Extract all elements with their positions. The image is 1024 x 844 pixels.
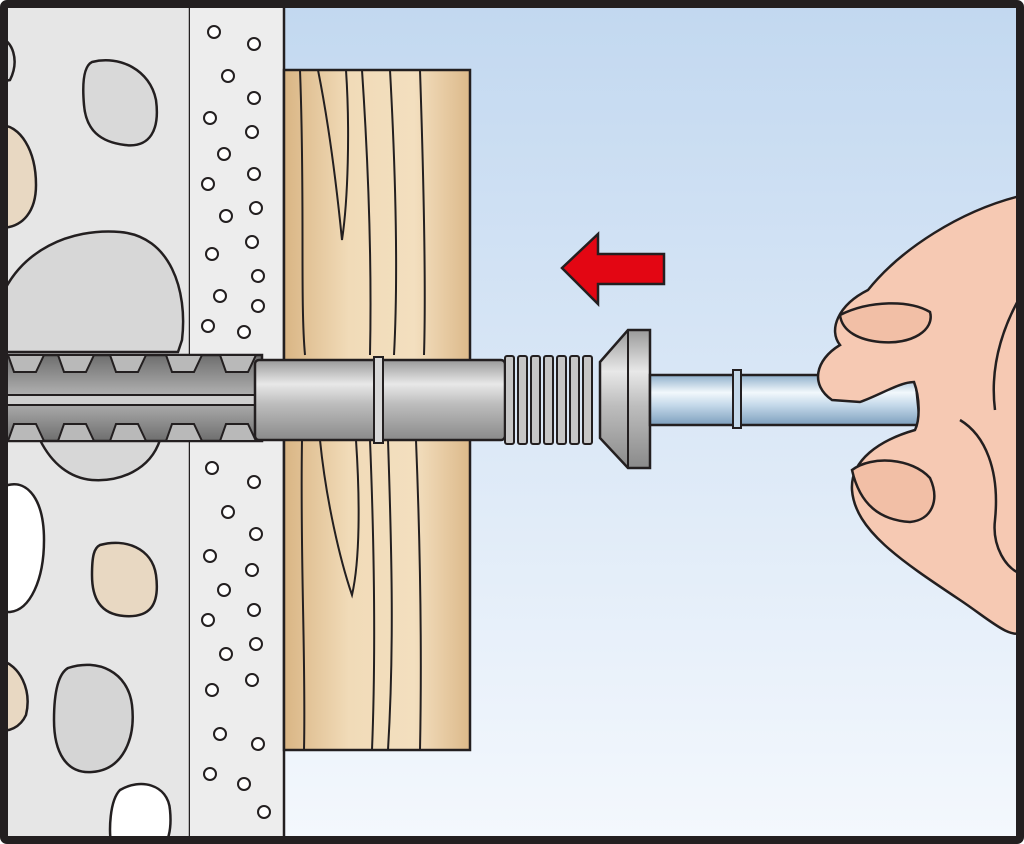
plaster-pore bbox=[247, 167, 261, 181]
plug-tooth bbox=[218, 354, 258, 373]
plaster-pore bbox=[257, 805, 271, 819]
plaster-pore bbox=[245, 235, 259, 249]
hammer-fixing bbox=[6, 328, 960, 470]
plaster-pore bbox=[201, 177, 215, 191]
expansion-plug bbox=[6, 353, 281, 443]
plaster-pore bbox=[251, 737, 265, 751]
plaster-pore bbox=[251, 269, 265, 283]
plaster-pore bbox=[237, 777, 251, 791]
plug-tooth bbox=[56, 354, 96, 373]
plaster-pore bbox=[205, 247, 219, 261]
plaster-pore bbox=[217, 147, 231, 161]
hand-icon bbox=[816, 195, 1018, 635]
plug-tooth bbox=[6, 423, 46, 442]
plaster-pore bbox=[251, 299, 265, 313]
plaster-pore bbox=[221, 69, 235, 83]
sleeve-rib bbox=[530, 355, 541, 445]
sleeve-rib bbox=[517, 355, 528, 445]
plug-tooth bbox=[164, 354, 204, 373]
plaster-pore bbox=[245, 673, 259, 687]
plaster-pore bbox=[201, 319, 215, 333]
sleeve-rib bbox=[543, 355, 554, 445]
plug-tooth bbox=[108, 423, 148, 442]
plaster-pore bbox=[221, 505, 235, 519]
plaster-pore bbox=[247, 91, 261, 105]
plaster-pore bbox=[203, 767, 217, 781]
plaster-pore bbox=[213, 289, 227, 303]
sleeve-rib bbox=[582, 355, 593, 445]
plug-tooth bbox=[56, 423, 96, 442]
plaster-pore bbox=[247, 475, 261, 489]
sleeve-rib bbox=[569, 355, 580, 445]
plaster-pore bbox=[247, 603, 261, 617]
sleeve-rib bbox=[556, 355, 567, 445]
plaster-pore bbox=[245, 563, 259, 577]
plaster-pore bbox=[203, 111, 217, 125]
plug-tooth bbox=[218, 423, 258, 442]
plaster-pore bbox=[219, 209, 233, 223]
plaster-pore bbox=[203, 549, 217, 563]
plaster-pore bbox=[237, 325, 251, 339]
plug-tooth bbox=[108, 354, 148, 373]
fixing-sleeve bbox=[253, 328, 652, 470]
plaster-pore bbox=[207, 25, 221, 39]
plug-tooth bbox=[6, 354, 46, 373]
plaster-pore bbox=[201, 613, 215, 627]
plaster-pore bbox=[247, 37, 261, 51]
plaster-pore bbox=[249, 527, 263, 541]
plaster-pore bbox=[217, 583, 231, 597]
plaster-pore bbox=[249, 201, 263, 215]
arrow-left-icon bbox=[560, 231, 666, 308]
plaster-pore bbox=[219, 647, 233, 661]
plaster-pore bbox=[249, 637, 263, 651]
plug-tooth bbox=[164, 423, 204, 442]
sleeve-rib bbox=[504, 355, 515, 445]
plaster-pore bbox=[213, 727, 227, 741]
plaster-pore bbox=[205, 461, 219, 475]
plaster-pore bbox=[205, 683, 219, 697]
plaster-pore bbox=[245, 125, 259, 139]
